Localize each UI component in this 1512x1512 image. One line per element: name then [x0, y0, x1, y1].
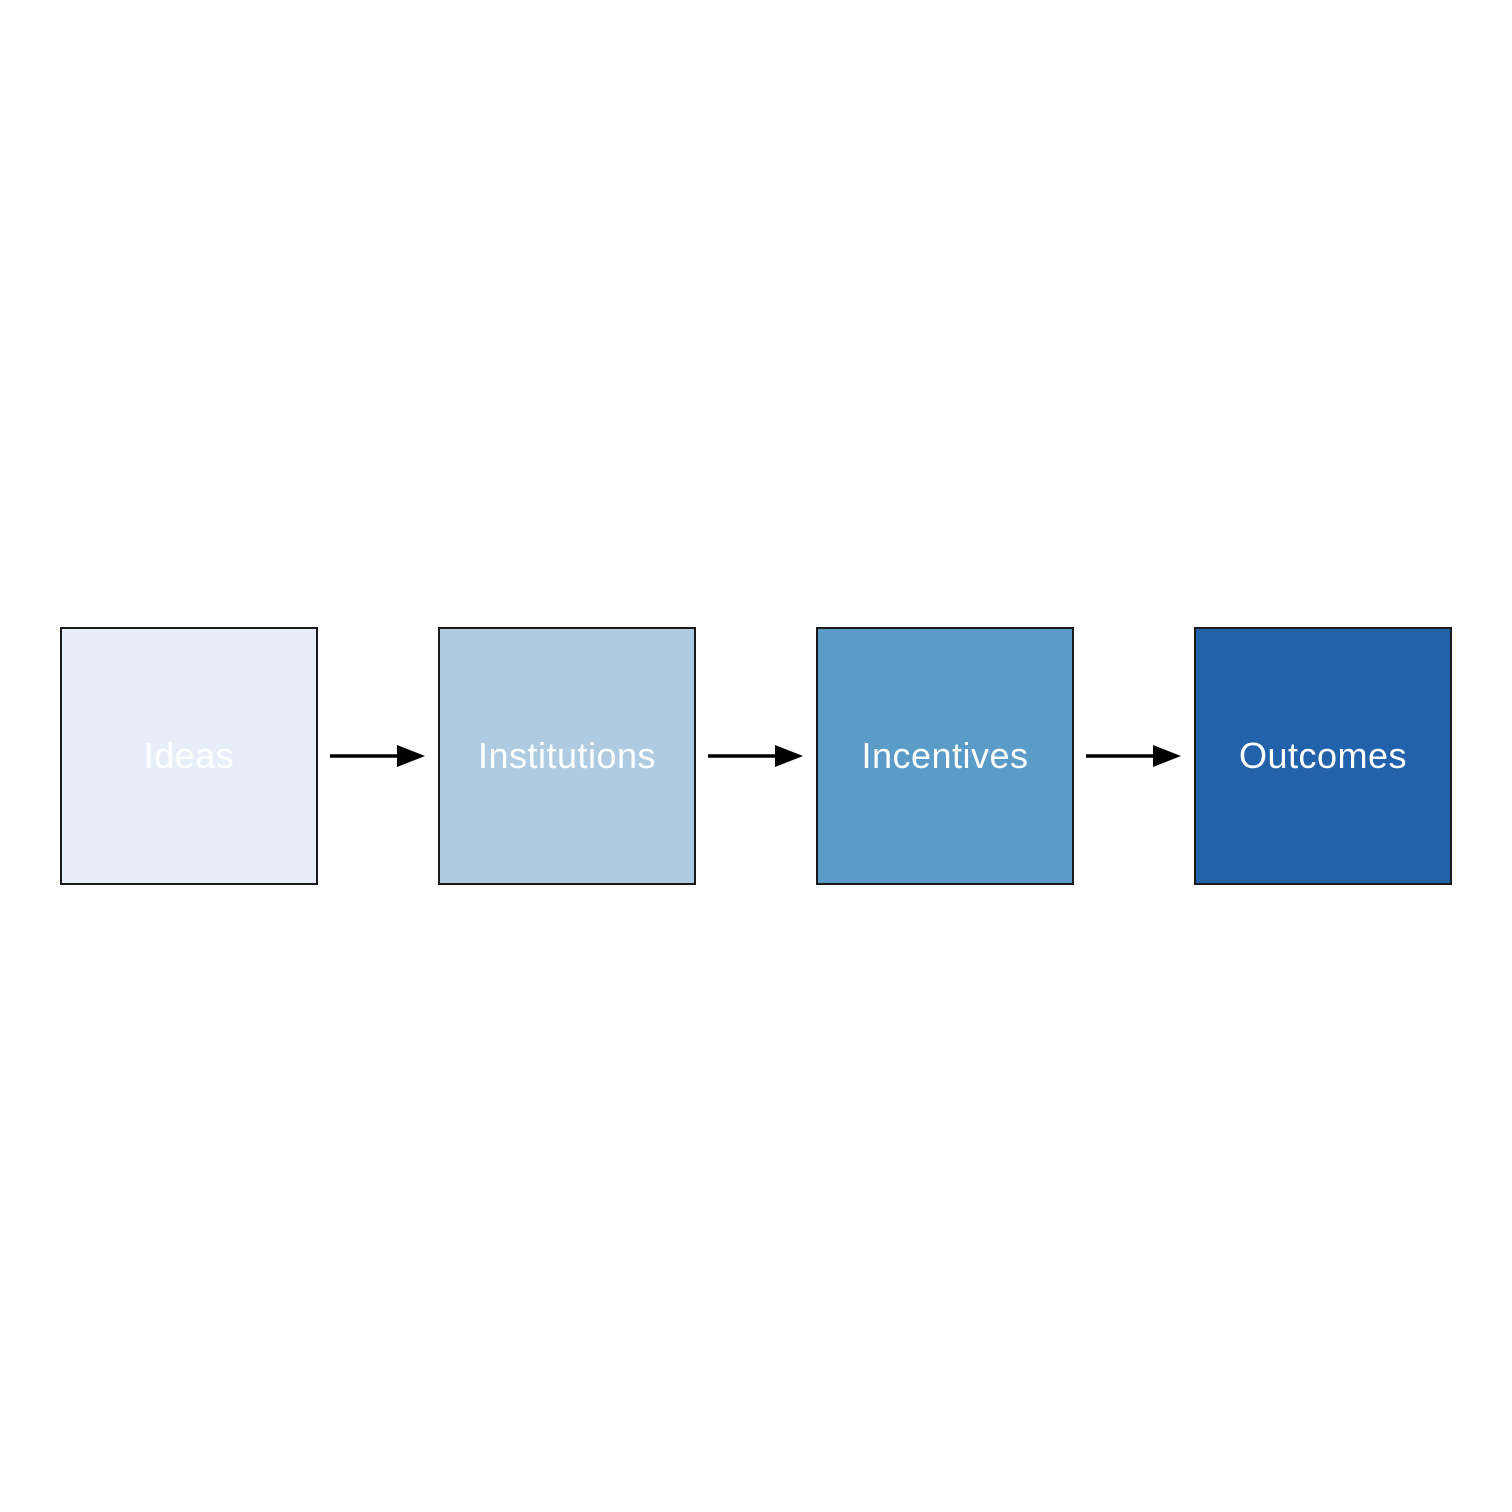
node-institutions-label: Institutions [477, 735, 657, 776]
right-arrow-icon [708, 745, 803, 767]
node-ideas: Ideas [60, 627, 318, 885]
flow-arrow-3 [1074, 627, 1194, 885]
node-ideas-label: Ideas [143, 735, 235, 776]
node-incentives-label: Incentives [861, 735, 1029, 776]
flow-row: Ideas Institutions Incentives [60, 627, 1452, 885]
right-arrow-icon [1086, 745, 1181, 767]
node-outcomes-label: Outcomes [1238, 735, 1408, 776]
right-arrow-icon [330, 745, 425, 767]
flow-arrow-2 [696, 627, 816, 885]
node-incentives: Incentives [816, 627, 1074, 885]
flow-arrow-1 [318, 627, 438, 885]
node-institutions: Institutions [438, 627, 696, 885]
node-outcomes: Outcomes [1194, 627, 1452, 885]
